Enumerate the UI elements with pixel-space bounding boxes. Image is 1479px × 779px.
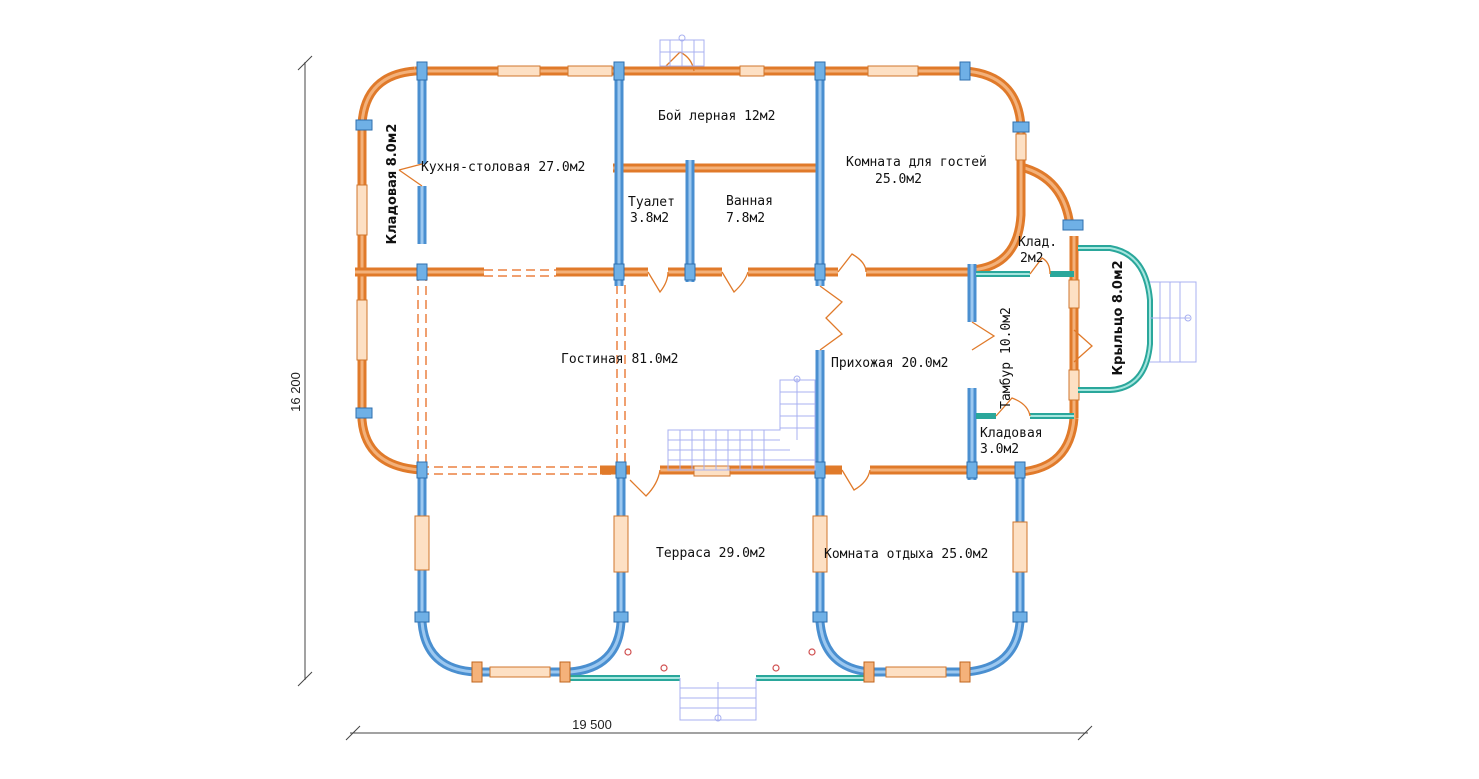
guest-room-area: 25.0м2 (875, 172, 922, 187)
terrace-stairs (679, 678, 757, 722)
living-room-label: Гостиная 81.0м2 (561, 352, 678, 367)
height-dimension-label: 16 200 (288, 372, 303, 412)
guest-room-label: Комната для гостей (846, 155, 987, 170)
closet-area: 2м2 (1020, 251, 1043, 266)
terrace-rails (414, 515, 1028, 681)
width-dimension-label: 19 500 (572, 717, 612, 732)
pantry-small-area: 3.0м2 (980, 442, 1019, 457)
dimension-lines (297, 55, 1093, 741)
closet-label: Клад. (1018, 235, 1057, 250)
rest-room-label: Комната отдыха 25.0м2 (824, 547, 988, 562)
toilet-label: Туалет (628, 195, 675, 210)
hall-label: Прихожая 20.0м2 (831, 356, 948, 371)
vestibule-label: Тамбур 10.0м2 (999, 307, 1014, 409)
main-staircase (667, 375, 816, 471)
bath-label: Ванная (726, 194, 773, 209)
toilet-area: 3.8м2 (630, 211, 669, 226)
posts (355, 61, 1084, 683)
porch-label: Крыльцо 8.0м2 (1111, 260, 1126, 375)
terrace-columns (624, 648, 816, 672)
pantry-small-label: Кладовая (980, 426, 1043, 441)
boiler-entry-steps (659, 34, 705, 67)
windows (356, 65, 1080, 477)
boiler-room-label: Бой лерная 12м2 (658, 109, 775, 124)
porch-walls (1078, 245, 1153, 393)
pantry-left-label: Кладовая 8.0м2 (385, 124, 400, 245)
vestibule-walls (976, 271, 1074, 419)
bath-area: 7.8м2 (726, 211, 765, 226)
terrace-label: Терраса 29.0м2 (656, 546, 766, 561)
porch-stairs (1150, 281, 1197, 363)
kitchen-label: Кухня-столовая 27.0м2 (421, 160, 585, 175)
